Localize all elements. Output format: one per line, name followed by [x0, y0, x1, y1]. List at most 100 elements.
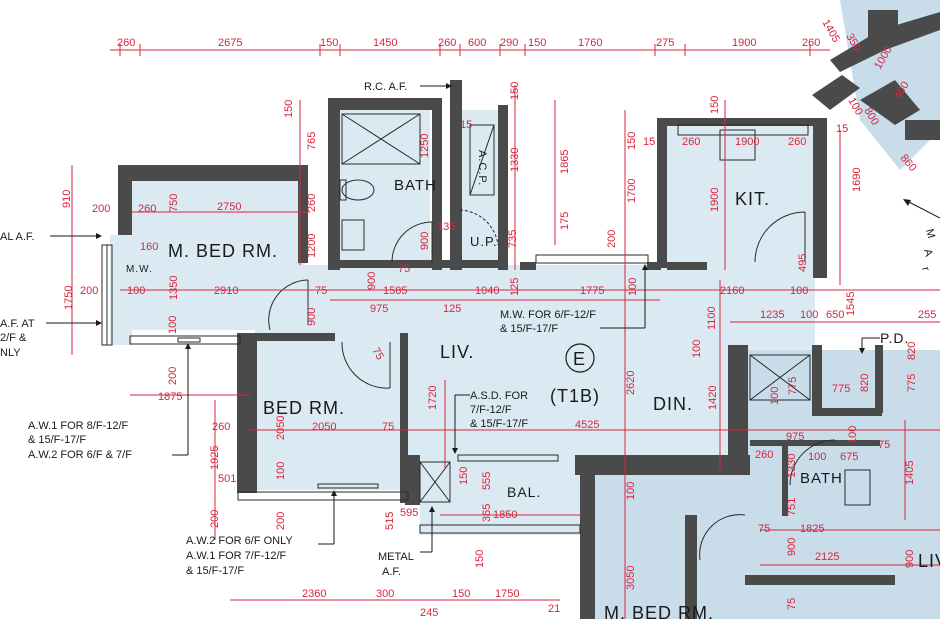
dim: 125	[443, 303, 461, 315]
dim: 1720	[427, 386, 439, 410]
top-dim: 260	[438, 37, 456, 49]
dim: 1585	[383, 285, 407, 297]
basin	[341, 219, 365, 251]
dim: 150	[509, 82, 521, 100]
dim: 75	[382, 421, 394, 433]
balcony-floor	[420, 455, 580, 535]
dim: 100	[275, 462, 287, 480]
dim: 515	[384, 512, 396, 530]
acp-box	[469, 124, 495, 196]
dimension-lines	[71, 44, 940, 619]
dim: 150	[458, 467, 470, 485]
bed-floor	[255, 340, 405, 490]
note-aw-bottom-1: A.W.2 FOR 6/F ONLY	[186, 535, 293, 547]
dim: 21	[548, 603, 560, 615]
dim: 100	[790, 285, 808, 297]
dim: 75	[398, 263, 410, 275]
wall	[875, 345, 883, 413]
dim: 501	[218, 473, 236, 485]
dim: 200	[209, 510, 221, 528]
bath-floor	[340, 110, 430, 265]
dim: 255	[918, 309, 936, 321]
dim: 900	[306, 308, 318, 326]
dim: 1925	[209, 446, 221, 470]
note-right-edge-3: r	[919, 266, 932, 273]
dim: 1700	[626, 179, 638, 203]
dim: 2125	[815, 551, 839, 563]
dim: 1405	[819, 18, 842, 45]
dim: 2360	[302, 588, 326, 600]
wall	[580, 470, 595, 619]
wall	[450, 80, 462, 270]
note-asd-1: A.S.D. FOR	[470, 390, 528, 402]
note-asd-3: & 15/F-17/F	[470, 418, 528, 430]
dim: 1420	[707, 386, 719, 410]
dim: 1825	[800, 523, 824, 535]
dim: 1545	[845, 292, 857, 316]
dim: 775	[787, 377, 799, 395]
room-label-pd: P.D.	[880, 330, 909, 346]
note-mw-2: & 15/F-17/F	[500, 323, 558, 335]
dim: 100	[808, 451, 826, 463]
wall	[400, 333, 408, 503]
dim: 100	[847, 426, 859, 444]
dim: 15	[836, 123, 848, 135]
wall	[328, 98, 340, 270]
dim: 1750	[63, 286, 75, 310]
note-left-edge-2: A.F. AT	[0, 318, 35, 330]
annotations: R.C. A.F. M.W. FOR 6/F-12/F & 15/F-17/F …	[0, 81, 940, 578]
dim: 300	[376, 588, 394, 600]
toilet	[341, 179, 375, 201]
wall	[237, 333, 257, 493]
wall	[657, 118, 827, 126]
dim: 1235	[760, 309, 784, 321]
top-dim: 260	[802, 37, 820, 49]
dim: 150	[474, 550, 486, 568]
dim: 1690	[851, 168, 863, 192]
dim: 200	[275, 512, 287, 530]
room-label-din: DIN.	[653, 394, 693, 414]
wall	[328, 98, 438, 110]
wall	[498, 105, 508, 270]
wall	[118, 165, 306, 181]
note-asd-2: 7/F-12/F	[470, 404, 512, 416]
dim: 15	[460, 119, 472, 131]
dim: 820	[906, 342, 918, 360]
note-rcaf: R.C. A.F.	[364, 81, 407, 93]
dim: 751	[786, 498, 798, 516]
dim: 260	[682, 136, 700, 148]
dim: 100	[625, 482, 637, 500]
dim: 260	[212, 421, 230, 433]
dim: 1330	[786, 454, 798, 478]
wall	[405, 455, 420, 505]
note-metal-2: A.F.	[382, 566, 401, 578]
top-dim: 150	[320, 37, 338, 49]
note-aw-bottom-3: & 15/F-17/F	[186, 565, 244, 577]
wall	[647, 262, 661, 270]
top-dim: 1760	[578, 37, 602, 49]
note-aw-left-3: A.W.2 FOR 6/F & 7/F	[28, 449, 132, 461]
dim: 260	[306, 194, 318, 212]
room-label-up: U.P.	[470, 234, 498, 249]
top-dimensions: 260 2675 150 1450 260 600 290 150 1760 2…	[117, 37, 820, 49]
top-dim: 600	[468, 37, 486, 49]
dim: 1775	[580, 285, 604, 297]
wall	[868, 10, 898, 40]
wall	[328, 260, 508, 268]
living-window	[535, 254, 649, 264]
dim: 100	[800, 309, 818, 321]
dim: 75	[786, 598, 798, 610]
dim: 245	[420, 607, 438, 619]
dim: 1900	[709, 188, 721, 212]
kitchen-floor	[665, 125, 815, 265]
dim: 1865	[559, 150, 571, 174]
note-left-edge-1: AL A.F.	[0, 231, 34, 243]
dim: 2620	[625, 371, 637, 395]
kitchen-door	[754, 211, 806, 263]
room-label-bath: BATH	[394, 177, 437, 194]
bed-room-window	[237, 491, 409, 501]
dim: 135	[437, 221, 455, 233]
balcony-sliding-door	[457, 454, 559, 462]
dim: 1330	[509, 148, 521, 172]
